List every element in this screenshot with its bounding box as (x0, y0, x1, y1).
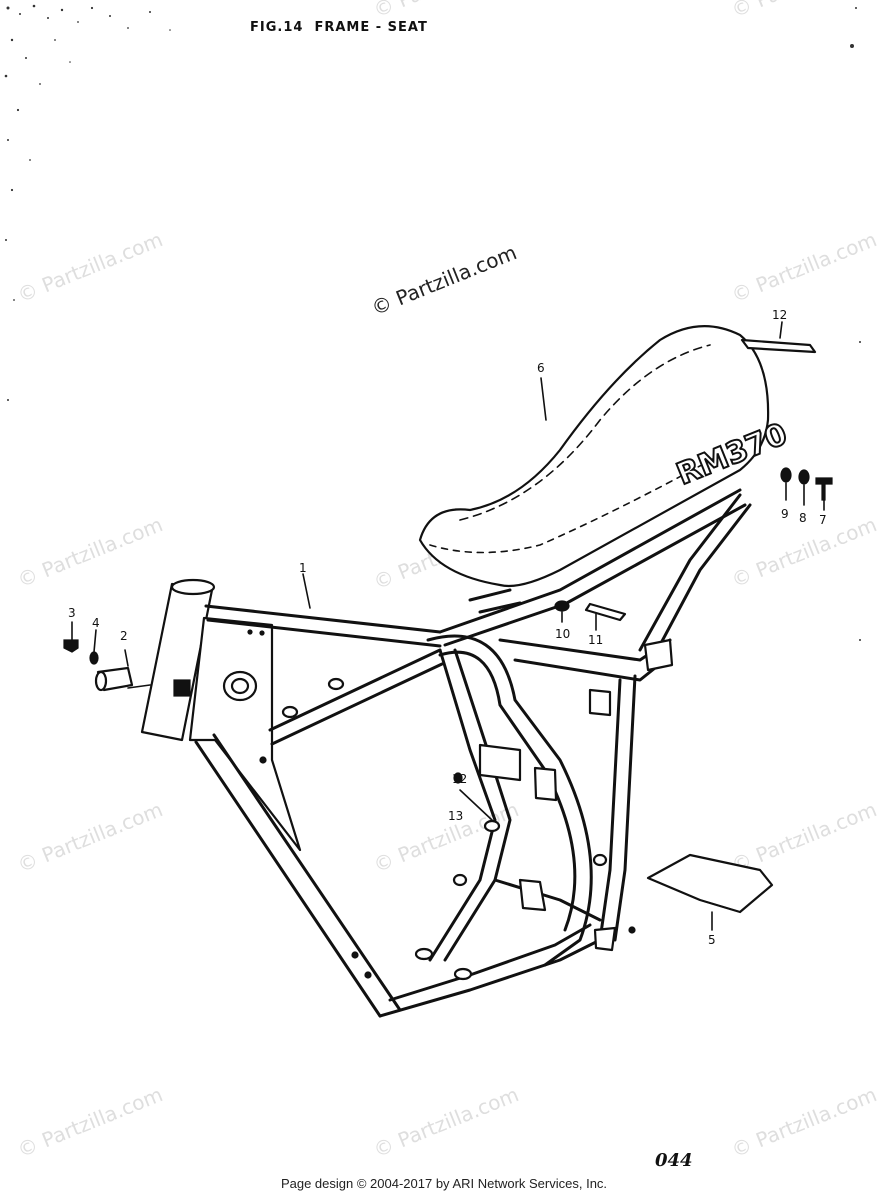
seat-mount-part-11 (584, 602, 627, 622)
callout-10: 10 (555, 627, 570, 641)
lower-cradle (378, 938, 602, 1018)
brace-tube (270, 662, 444, 746)
engine-mount-bracket (478, 743, 522, 782)
scan-noise (4, 4, 861, 641)
rear-upright-tube (613, 674, 637, 942)
callout-2: 2 (120, 629, 128, 643)
frame-hole (628, 926, 636, 934)
down-tube (212, 733, 402, 1012)
washer-part-9 (780, 467, 792, 483)
down-tube (194, 740, 382, 1018)
inner-cradle-tube (443, 648, 512, 962)
rear-brace (468, 588, 512, 602)
rear-tab (588, 688, 612, 717)
frame-hole (259, 630, 265, 636)
callout-11: 11 (588, 633, 603, 647)
callout-13: 13 (448, 809, 463, 823)
inner-cradle-tube (428, 648, 497, 962)
seat: RM370 (418, 325, 793, 588)
tank-mount-part-12 (453, 772, 463, 784)
rear-brace (478, 601, 522, 614)
callout-numbers: 1 2 3 4 5 6 7 8 9 10 11 12 12 13 (68, 308, 827, 947)
tube-boss (327, 677, 345, 691)
brace-tube (268, 648, 442, 732)
leader-line (127, 684, 151, 689)
leader-line (93, 629, 97, 653)
top-tube (206, 618, 442, 648)
rear-stay-tube (650, 503, 752, 662)
callout-5: 5 (708, 933, 716, 947)
frame-hole (247, 629, 253, 635)
seat-seam (459, 344, 711, 521)
rear-flap-edge (699, 899, 741, 913)
seat-plate-part (740, 338, 817, 354)
leader-line (302, 573, 311, 609)
lower-bracket (593, 926, 617, 952)
engine-mount-tab (533, 766, 558, 802)
page-footer: Page design © 2004-2017 by ARI Network S… (280, 1176, 608, 1191)
head-tube-plate (173, 679, 191, 697)
cross-tube (493, 878, 602, 922)
callout-3: 3 (68, 606, 76, 620)
frame-hole (364, 971, 372, 979)
callout-12-lower: 12 (452, 772, 467, 786)
seat-mount-part-10 (554, 600, 570, 612)
leader-line (779, 321, 783, 339)
callout-1: 1 (299, 561, 307, 575)
tube-boss (452, 873, 468, 887)
gusset-plate (188, 616, 302, 852)
seat-rail (438, 488, 742, 634)
gusset-hole-inner (230, 677, 250, 695)
rear-cross-rail (513, 658, 667, 682)
leader-line (459, 789, 493, 821)
frame-hole (351, 951, 359, 959)
tube-boss (281, 705, 299, 719)
callout-leaders (71, 321, 825, 931)
bolt-part-3 (63, 639, 79, 653)
leader-line (540, 377, 547, 421)
lower-bracket (518, 878, 547, 912)
frame (140, 488, 752, 1018)
rear-tab (643, 638, 674, 672)
callout-4: 4 (92, 616, 100, 630)
cradle-stud (453, 967, 473, 981)
figure-title: FIG.14 FRAME - SEAT (250, 20, 428, 35)
lower-cradle (388, 923, 592, 1002)
frame-hole (259, 756, 267, 764)
seat-cushion (418, 325, 770, 588)
callout-6: 6 (537, 361, 545, 375)
callout-9: 9 (781, 507, 789, 521)
rear-upright-tube (598, 678, 622, 942)
callout-8: 8 (799, 511, 807, 525)
rear-stay-tube (638, 493, 742, 652)
bolt-part-7 (815, 477, 833, 501)
washer-part-8 (798, 469, 810, 485)
tube-boss (592, 853, 608, 867)
washer-part-4 (89, 651, 99, 665)
seat-seam (429, 454, 721, 554)
callout-12: 12 (772, 308, 787, 322)
top-tube (204, 604, 442, 634)
tank-mount-part-13 (483, 819, 501, 833)
page-number: 044 (655, 1150, 693, 1171)
center-loop-tube (426, 634, 593, 967)
callout-7: 7 (819, 513, 827, 527)
collar-part-2-end (94, 670, 108, 692)
cradle-stud (414, 947, 434, 961)
leader-line (124, 649, 129, 667)
head-tube-top (170, 578, 216, 596)
